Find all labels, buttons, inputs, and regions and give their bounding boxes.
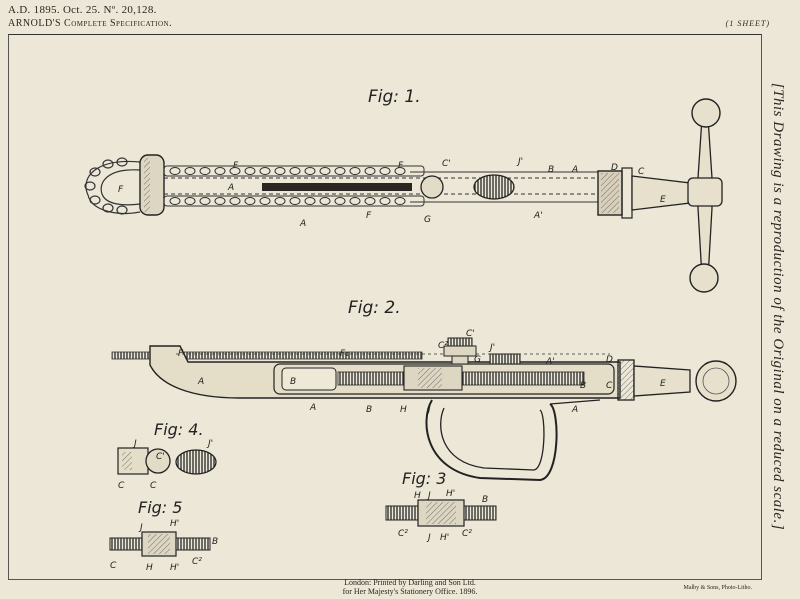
ref-letter: F <box>118 185 124 195</box>
ref-letter: B <box>580 381 586 391</box>
drawing-frame <box>8 34 762 580</box>
scale-strip <box>111 351 423 360</box>
lithographer: Malby & Sons, Photo-Litho. <box>683 585 752 591</box>
screw-slot <box>262 183 412 191</box>
printer-line: London: Printed by Darling and Son Ltd. <box>344 578 476 587</box>
ref-letter: H' <box>170 563 179 573</box>
ref-letter: A' <box>533 211 543 221</box>
document-header: A.D. 1895. Oct. 25. Nº. 20,128. ARNOLD'S… <box>8 4 172 30</box>
ref-letter: J' <box>488 343 495 353</box>
figure-1: Fig: 1. <box>84 87 723 293</box>
ref-letter: A <box>571 405 578 415</box>
ref-letter: C <box>110 561 117 571</box>
figure-4: Fig: 4. J J' C' C C <box>117 420 217 491</box>
ref-letter: H' <box>446 489 455 499</box>
handle-knob-bottom <box>689 263 719 293</box>
fig2-handle-stem <box>633 365 691 397</box>
ref-letter: C² <box>462 529 472 539</box>
ref-letter: C' <box>466 329 475 339</box>
ref-letter: J <box>132 439 137 449</box>
figure-3-label: Fig: 3 <box>402 469 446 488</box>
sheet-count: (1 SHEET) <box>725 19 770 28</box>
fig2-handle-knob <box>695 360 737 402</box>
ref-letter: J <box>426 533 431 543</box>
ref-letter: H' <box>170 519 179 529</box>
ref-letter: C <box>150 481 157 491</box>
ref-letter: C' <box>442 159 451 169</box>
ref-letter: C² <box>438 341 448 351</box>
ref-letter: B <box>290 377 296 387</box>
ref-letter: G <box>474 355 481 365</box>
ref-letter: C <box>118 481 125 491</box>
ref-letter: F <box>178 349 184 359</box>
chain-loop <box>84 157 141 215</box>
clamp-block <box>139 154 165 216</box>
ref-letter: H' <box>440 533 449 543</box>
publisher-line: for Her Majesty's Stationery Office. 189… <box>342 587 478 596</box>
ref-letter: C <box>606 381 613 391</box>
chain-strands <box>163 165 425 207</box>
ref-letter: A' <box>545 357 555 367</box>
ref-letter: B <box>366 405 372 415</box>
ref-letter: A <box>299 219 306 229</box>
ref-letter: H <box>414 491 421 501</box>
fig4-block <box>145 448 171 474</box>
ref-letter: G <box>424 215 431 225</box>
ref-letter: A <box>309 403 316 413</box>
handle-knob-top <box>691 98 721 128</box>
ref-letter: J <box>426 491 431 501</box>
figure-5: Fig: 5 J H' B C H H' C² <box>109 498 218 573</box>
screw-right <box>459 371 585 386</box>
ref-letter: A <box>571 165 578 175</box>
sliding-block <box>420 175 444 199</box>
figure-2: Fig: 2. F F₁ A B C² C' <box>111 298 737 482</box>
ref-letter: F <box>233 161 239 171</box>
figure-3: Fig: 3 H J H' B C² J H' C² <box>385 469 497 543</box>
ref-letter: A <box>227 183 234 193</box>
ref-letter: C² <box>398 529 408 539</box>
patent-number: A.D. 1895. Oct. 25. Nº. 20,128. <box>8 4 157 16</box>
ref-letter: C² <box>192 557 202 567</box>
specification-title: ARNOLD'S Complete Specification. <box>8 18 173 29</box>
ref-letter: C <box>638 167 645 177</box>
figure-4-label: Fig: 4. <box>154 420 204 439</box>
ref-letter: E <box>660 379 666 389</box>
figure-2-label: Fig: 2. <box>348 298 401 318</box>
screw-left <box>337 371 407 386</box>
ref-letter: D <box>611 163 618 173</box>
figure-5-label: Fig: 5 <box>138 498 182 517</box>
ref-letter: F <box>398 161 404 171</box>
printer-imprint: London: Printed by Darling and Son Ltd. … <box>300 578 520 596</box>
ref-letter: F₁ <box>340 349 349 359</box>
top-knurl-nut <box>489 353 521 365</box>
ref-letter: B <box>548 165 554 175</box>
ref-letter: J <box>426 405 431 415</box>
inner-tube <box>273 363 615 395</box>
ref-letter: H <box>146 563 153 573</box>
ref-letter: B <box>212 537 218 547</box>
ref-letter: H <box>400 405 407 415</box>
ref-letter: F <box>366 211 372 221</box>
ref-letter: A <box>197 377 204 387</box>
ref-letter: J' <box>516 157 523 167</box>
ref-letter: C' <box>156 452 165 462</box>
fig4-nut <box>175 449 217 475</box>
ref-letter: D <box>606 355 613 365</box>
ref-letter: E <box>660 195 666 205</box>
ref-letter: J' <box>206 439 213 449</box>
ref-letter: B <box>482 495 488 505</box>
adjusting-nut <box>473 174 515 200</box>
ref-letter: J <box>138 523 143 533</box>
figure-1-label: Fig: 1. <box>368 87 421 107</box>
